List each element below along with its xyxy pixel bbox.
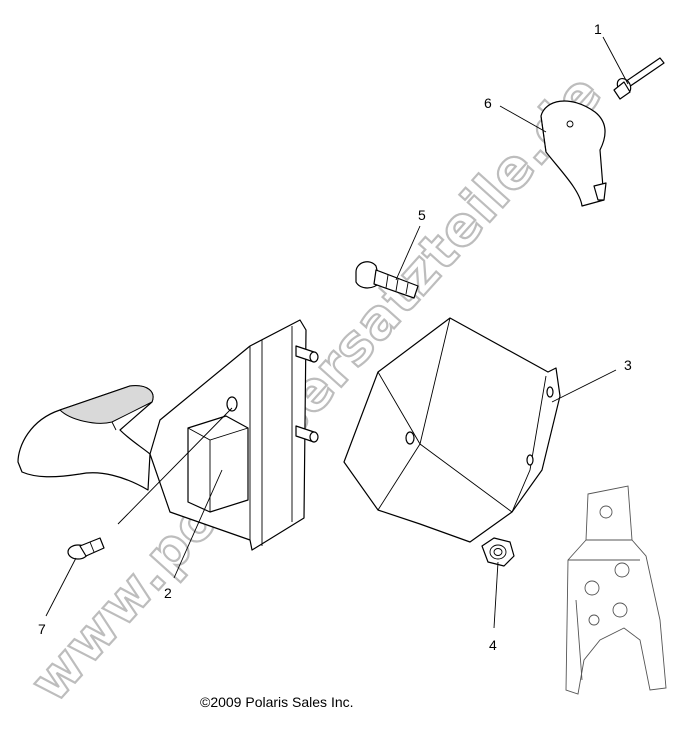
leader-4 [493,561,499,629]
callout-3: 3 [624,357,632,373]
leader-1 [602,36,629,85]
part-3-shield [343,317,561,543]
part-5-bolt [355,261,419,299]
frame-mount [565,485,667,695]
callout-6: 6 [484,95,492,111]
part-6-plate [540,100,607,207]
leader-2b [117,407,233,525]
copyright-text: ©2009 Polaris Sales Inc. [200,694,354,710]
callout-7: 7 [38,621,46,637]
part-2-bracket-assembly [17,319,319,551]
part-7-clip [67,537,105,560]
callout-4: 4 [489,637,497,653]
leader-3 [551,369,617,403]
leader-2 [173,469,223,579]
leader-6 [499,105,547,133]
callout-5: 5 [418,207,426,223]
part-1-pin [613,57,665,100]
leader-7 [45,557,77,617]
callout-1: 1 [594,21,602,37]
leader-5 [395,225,421,281]
part-4-nut [481,537,515,567]
callout-2: 2 [164,585,172,601]
